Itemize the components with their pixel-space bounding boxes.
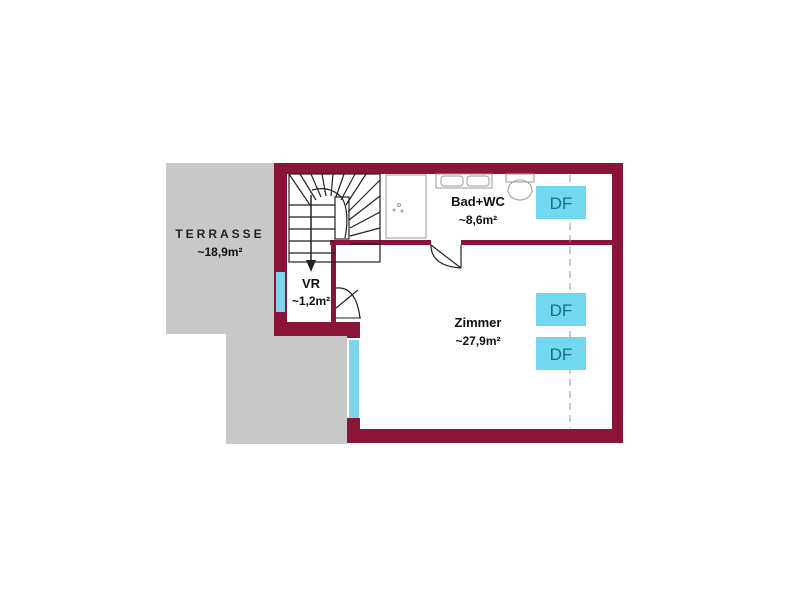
- shower-icon: [385, 174, 427, 239]
- staircase-icon: [288, 173, 381, 272]
- room-area-bad: ~8,6m²: [459, 213, 497, 227]
- window-zimmer: [349, 340, 359, 418]
- skylight-3: DF: [536, 337, 586, 370]
- skylight-label: DF: [550, 345, 573, 364]
- skylight-2: DF: [536, 293, 586, 326]
- toilet-icon: [505, 173, 535, 201]
- window-vr: [276, 272, 285, 312]
- room-name-bad: Bad+WC: [451, 194, 505, 209]
- terrace-area-value: ~18,9m²: [197, 245, 242, 259]
- terrace-name: TERRASSE: [175, 227, 264, 241]
- room-name-vr: VR: [302, 276, 321, 291]
- windows: [276, 272, 359, 418]
- skylight-label: DF: [550, 301, 573, 320]
- room-area-vr: ~1,2m²: [292, 294, 330, 308]
- skylight-label: DF: [550, 194, 573, 213]
- room-area-zimmer: ~27,9m²: [455, 334, 500, 348]
- skylight-1: DF: [536, 186, 586, 219]
- room-name-zimmer: Zimmer: [455, 315, 502, 330]
- door-vr: [335, 287, 361, 319]
- double-sink-icon: [435, 173, 493, 189]
- door-bad: [430, 244, 462, 269]
- terrace-area: [166, 163, 347, 444]
